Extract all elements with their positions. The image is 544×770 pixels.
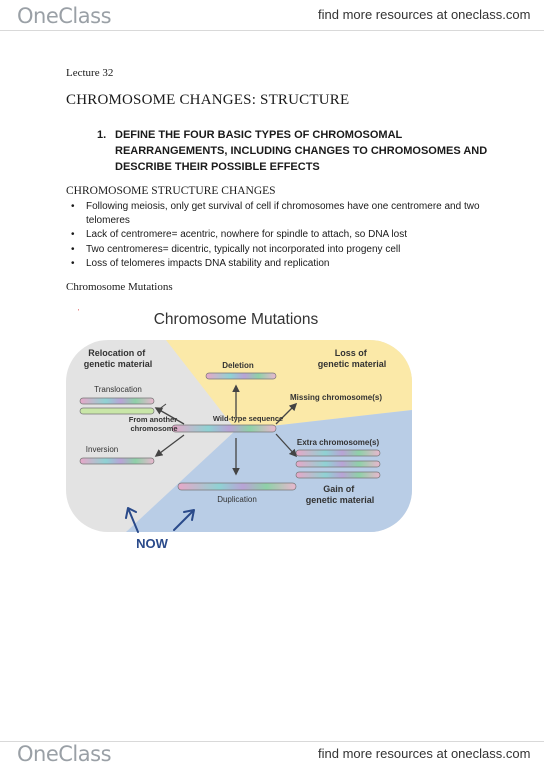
list-item: Loss of telomeres impacts DNA stability … <box>66 257 491 271</box>
inversion-label: Inversion <box>86 445 118 454</box>
duplication-label: Duplication <box>217 495 257 504</box>
header-tagline-link[interactable]: find more resources at oneclass.com <box>318 7 531 22</box>
chromosome-mutations-figure: Chromosome Mutations Relocation of genet… <box>66 309 412 551</box>
duplication-chromosome <box>177 482 297 491</box>
objective-line: DESCRIBE THEIR POSSIBLE EFFECTS <box>115 161 320 173</box>
figure-caption: Chromosome Mutations <box>66 281 173 293</box>
page-title: CHROMOSOME CHANGES: STRUCTURE <box>66 92 350 108</box>
stray-mark: ' <box>78 309 79 316</box>
translocation-chromosome <box>79 397 155 405</box>
deletion-chromosome <box>205 372 277 380</box>
handwritten-annotation <box>125 507 195 533</box>
list-item: Two centromeres= dicentric, typically no… <box>66 243 491 257</box>
handwritten-note: NOW <box>136 536 169 551</box>
translocation-label: Translocation <box>94 385 142 394</box>
oneclass-logo[interactable]: OneClass <box>17 4 112 28</box>
list-item: Following meiosis, only get survival of … <box>66 200 491 227</box>
extra-chromosome-3 <box>295 471 381 479</box>
objective-line: REARRANGEMENTS, INCLUDING CHANGES TO CHR… <box>115 145 488 157</box>
section-heading: CHROMOSOME STRUCTURE CHANGES <box>66 185 276 197</box>
extra-chromosome-2 <box>295 460 381 468</box>
translocation-chromosome-2 <box>79 407 155 415</box>
gain-label: Gain of genetic material <box>306 484 375 505</box>
from-another-label: From another chromosome <box>129 415 179 433</box>
loss-region <box>166 340 412 430</box>
inversion-chromosome <box>79 457 155 465</box>
wild-type-chromosome <box>171 424 277 433</box>
loss-label: Loss of genetic material <box>318 348 387 369</box>
bullet-list: Following meiosis, only get survival of … <box>66 200 491 272</box>
objective-heading: DEFINE THE FOUR BASIC TYPES OF CHROMOSOM… <box>115 127 515 175</box>
objective-number: 1. <box>97 129 107 141</box>
footer-divider <box>0 741 544 742</box>
gain-region <box>126 410 412 532</box>
wild-type-label: Wild-type sequence <box>213 414 283 423</box>
list-item: Lack of centromere= acentric, nowhere fo… <box>66 228 491 242</box>
annotation-arrow-left <box>125 507 139 533</box>
header-divider <box>0 30 544 31</box>
figure-title: Chromosome Mutations <box>154 311 319 328</box>
deletion-label: Deletion <box>222 361 254 370</box>
from-another-pointer <box>157 403 167 411</box>
lecture-number: Lecture 32 <box>66 67 114 79</box>
missing-label: Missing chromosome(s) <box>290 393 382 402</box>
mutation-arrows <box>154 384 298 476</box>
extra-label: Extra chromosome(s) <box>297 438 380 447</box>
oneclass-logo-footer[interactable]: OneClass <box>17 742 112 766</box>
footer-tagline-link[interactable]: find more resources at oneclass.com <box>318 746 531 761</box>
extra-chromosome <box>295 449 381 457</box>
relocation-label: Relocation of genetic material <box>84 348 153 369</box>
objective-line: DEFINE THE FOUR BASIC TYPES OF CHROMOSOM… <box>115 129 403 141</box>
annotation-arrow-right <box>173 509 195 531</box>
